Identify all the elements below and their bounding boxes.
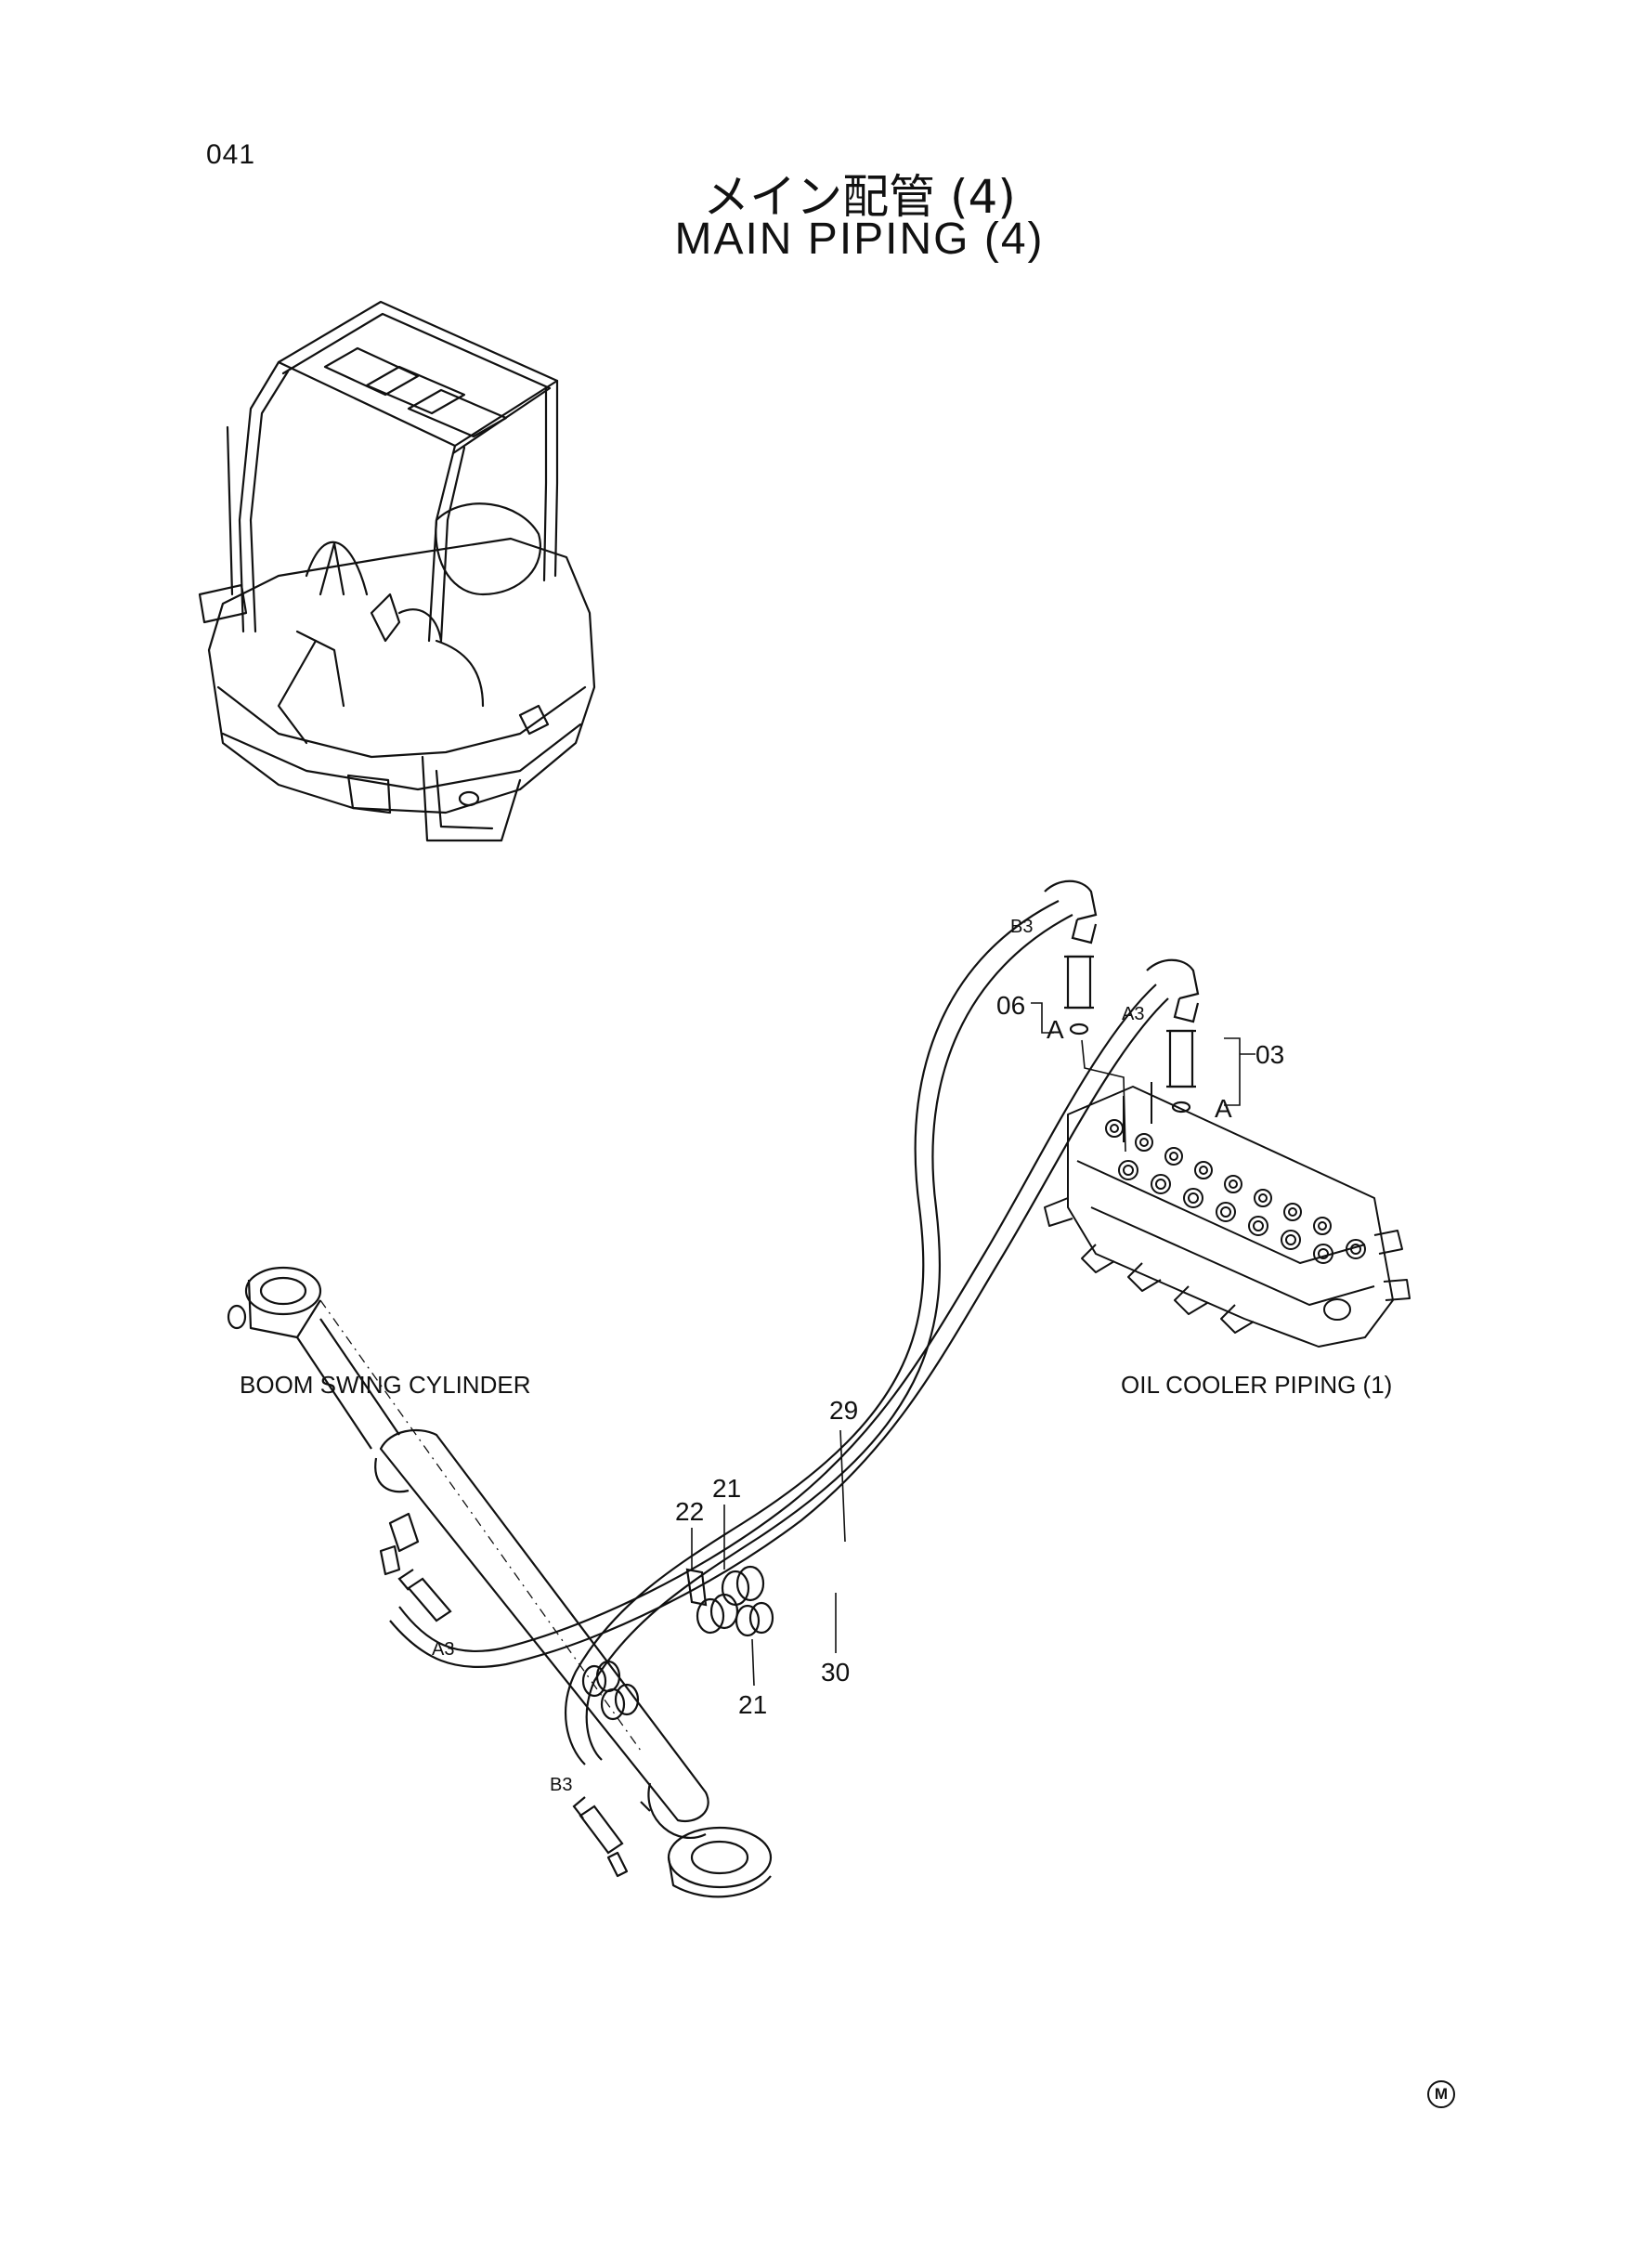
port-label-a3-bottom: A3 bbox=[432, 1639, 454, 1660]
excavator-overview-illustration bbox=[198, 300, 596, 842]
boom-swing-cylinder-label: BOOM SWING CYLINDER bbox=[240, 1371, 530, 1399]
detail-mark-a-right: A bbox=[1215, 1094, 1232, 1123]
page-title-english: MAIN PIPING (4) bbox=[674, 215, 1045, 264]
boom-swing-cylinder-illustration bbox=[227, 1266, 773, 1898]
callout-leaders bbox=[691, 1002, 1255, 1687]
callout-06: 06 bbox=[996, 991, 1025, 1020]
callout-30: 30 bbox=[821, 1658, 850, 1687]
detail-mark-a-left: A bbox=[1047, 1015, 1064, 1044]
callout-22: 22 bbox=[675, 1497, 704, 1526]
callout-29: 29 bbox=[829, 1396, 858, 1425]
callout-21-bottom: 21 bbox=[738, 1690, 767, 1719]
page-title-japanese: メイン配管 (4) bbox=[703, 170, 1016, 224]
control-valve-illustration bbox=[1044, 1082, 1411, 1348]
hydraulic-hoses bbox=[389, 879, 1200, 1855]
port-label-a3-top: A3 bbox=[1122, 1004, 1144, 1024]
port-label-b3-bottom: B3 bbox=[550, 1775, 572, 1795]
oil-cooler-piping-label: OIL COOLER PIPING (1) bbox=[1121, 1371, 1392, 1399]
callout-03: 03 bbox=[1255, 1040, 1284, 1069]
port-label-b3-top: B3 bbox=[1010, 917, 1033, 937]
callout-21-top: 21 bbox=[712, 1474, 741, 1503]
page-number: 041 bbox=[206, 139, 256, 170]
revision-mark: M bbox=[1427, 2080, 1455, 2108]
